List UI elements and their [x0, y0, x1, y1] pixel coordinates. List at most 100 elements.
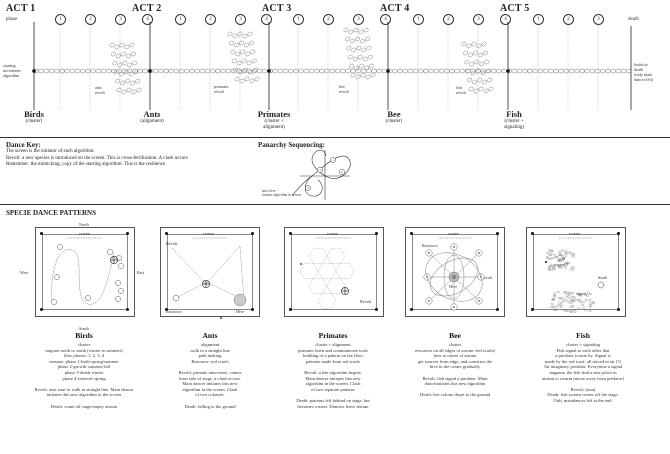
- phase-marker: 3: [235, 14, 246, 25]
- caption-line: cluster + signaling: [566, 342, 600, 347]
- fish-signal-2: signal: [576, 291, 587, 296]
- phase-marker: 4: [142, 14, 153, 25]
- caption-line: get sources from edge, and construct the: [417, 358, 493, 364]
- phase-label: phase: [6, 17, 18, 22]
- corner-dot: [251, 308, 255, 312]
- animal-birds: Birds (cluster): [4, 109, 64, 125]
- ants-revolt: Revolt: [166, 241, 178, 246]
- caption-line: Revolt: ants start to walk in straight l…: [34, 386, 134, 392]
- bee-pattern-box: [405, 227, 505, 317]
- phase-marker: 2: [323, 14, 334, 25]
- corner-dot: [40, 308, 44, 312]
- caption-line: Death: come off stage/empty atrium: [50, 403, 118, 409]
- caption-line: hive in the centre gradually: [429, 364, 481, 370]
- caption-line: danceinitiates this new algorithm: [424, 381, 486, 387]
- phase-marker: 2: [205, 14, 216, 25]
- birds-east: East: [137, 270, 145, 275]
- phase-marker: 1: [55, 14, 66, 25]
- caption-line: Death: patterns left behind on stage, bu…: [296, 397, 370, 403]
- corner-dot: [289, 232, 293, 236]
- act-title-2: ACT 2: [132, 3, 162, 14]
- caption-line: happens, the fish find a new place in: [549, 369, 617, 375]
- act-title-5: ACT 5: [500, 3, 530, 14]
- stage-border: [42, 234, 128, 310]
- animal-sub: (cluster + alignment): [263, 119, 285, 130]
- corner-dot: [531, 232, 535, 236]
- ants-resource: Resource: [166, 309, 182, 314]
- caption-line: Main dancer initiates this new: [305, 375, 361, 381]
- phase-marker: 1: [413, 14, 424, 25]
- phase-marker: 2: [443, 14, 454, 25]
- corner-dot: [496, 308, 500, 312]
- caption-title: Ants: [202, 331, 218, 340]
- divider-1: [0, 137, 670, 138]
- caption-line: a predator is near by. Signal is: [555, 353, 611, 359]
- act-title-3: ACT 3: [262, 3, 292, 14]
- caption-line: seasons: phase 1-birth-spring/summer: [49, 358, 119, 364]
- act-title-4: ACT 4: [380, 3, 410, 14]
- caption-line: Main dancer initiates this new: [182, 381, 238, 387]
- revolt-label-ants: ants revolt: [95, 85, 105, 95]
- bee-hive: Hive: [449, 284, 458, 289]
- birds-north: North: [79, 222, 89, 227]
- stage-border: [167, 234, 253, 310]
- revolt-label-fish: fish revolt: [456, 85, 466, 95]
- corner-dot: [126, 232, 130, 236]
- caption-line: Resource: red scarfs: [191, 358, 229, 364]
- caption-line: hive at centre of atrium: [433, 353, 477, 359]
- primates-revolt: Revolt: [360, 299, 372, 304]
- caption-line: flow phases: 1, 2, 3, 4: [63, 353, 105, 359]
- caption-title: Fish: [576, 331, 590, 340]
- birds-pattern-box: [35, 227, 135, 317]
- caption-title: Birds: [75, 331, 93, 340]
- caption-line: becomes a mess. Dancers leave atrium: [297, 403, 369, 409]
- ants-screen: screen: [203, 231, 214, 236]
- fish-signal-1: signal: [555, 262, 566, 267]
- dance-key-line-2: Revolt: a new species is introduced on t…: [6, 155, 188, 161]
- dance-key-title: Dance Key:: [6, 141, 41, 149]
- caption-line: Revolt: (non): [570, 386, 596, 392]
- caption-line: atrium to swarm (move away from predator…: [542, 375, 624, 381]
- corner-dot: [289, 308, 293, 312]
- caption-line: Fish signal to each other that: [556, 347, 610, 353]
- caption-line: of two separate patterns: [311, 386, 355, 392]
- svg-text:1: 1: [332, 158, 334, 162]
- animal-bee: Bee (cluster): [364, 109, 424, 125]
- phase-marker: 2: [85, 14, 96, 25]
- svg-text:3: 3: [319, 168, 321, 172]
- phase-marker: 1: [175, 14, 186, 25]
- svg-text:2: 2: [341, 170, 343, 174]
- caption-line: phase 3-death-winter: [64, 369, 104, 375]
- caption-title: Bee: [449, 331, 461, 340]
- birds-screen: screen: [79, 231, 90, 236]
- caption-line: cluster: [77, 342, 91, 347]
- animal-sub: (cluster): [385, 119, 403, 124]
- caption-line: primates learn and communicate tools: [298, 347, 368, 353]
- corner-dot: [40, 232, 44, 236]
- caption-line: cluster: [448, 342, 462, 347]
- panarchy-start: start here: initiate algorithm in screen: [262, 189, 302, 198]
- animal-name: Bee: [387, 109, 401, 119]
- primates-screen: screen: [327, 231, 338, 236]
- animal-primates: Primates (cluster + alignment): [244, 109, 304, 131]
- finish-label: finish at death (only main dancer left): [634, 62, 654, 82]
- caption-line: cluster + alignment: [315, 342, 351, 347]
- fish-pattern-box: [526, 227, 626, 317]
- bee-screen: screen: [448, 231, 459, 236]
- caption-line: of two colonies.: [195, 392, 225, 398]
- corner-dot: [251, 232, 255, 236]
- animal-sub: (alignment): [140, 119, 164, 124]
- caption-line: patterns made from red scarfs: [305, 358, 361, 364]
- animal-name: Birds: [24, 109, 44, 119]
- caption-line: building of a pattern on the floor: [303, 353, 363, 359]
- corner-dot: [617, 232, 621, 236]
- phase-marker: 3: [353, 14, 364, 25]
- caption-line: initiates this new algorithm in the scre…: [46, 392, 122, 398]
- caption-line: phase 2-growth-summer/fall: [57, 364, 111, 370]
- dance-key-line-1: The screen is the initiator of each algo…: [6, 149, 95, 154]
- caption-line: Only maindancer left at the end.: [553, 397, 613, 403]
- caption-line: Death: bee colony drops to the ground: [419, 392, 491, 398]
- corner-dot: [165, 232, 169, 236]
- caption-line: algorithm in the screen. Clash: [182, 386, 238, 392]
- birds-west: West: [20, 270, 29, 275]
